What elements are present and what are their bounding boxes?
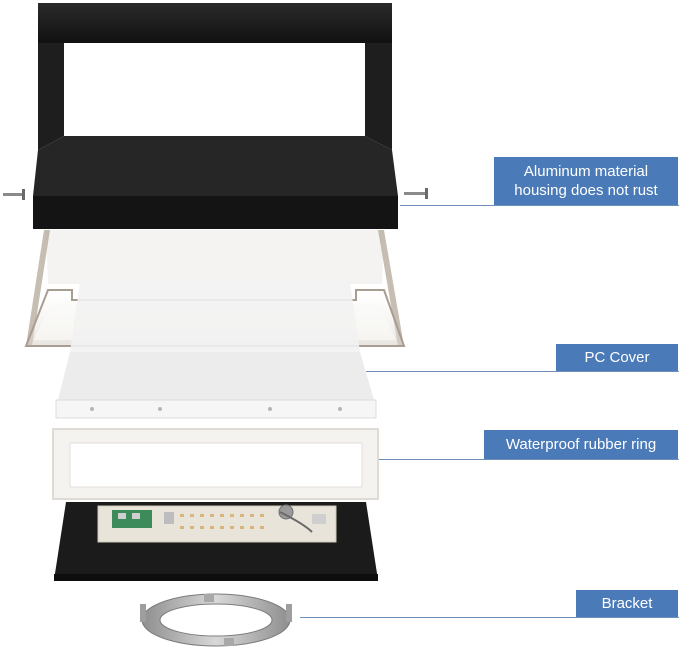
pc-cover-leader-line [366, 371, 679, 372]
bracket-leader-line [300, 617, 679, 618]
bracket-ring [141, 593, 291, 647]
led-chips [180, 514, 264, 529]
ic-chip [164, 512, 174, 524]
led-base-plate [54, 502, 378, 581]
aluminum-housing [3, 3, 428, 229]
diffuser-body [55, 282, 377, 419]
housing-top-bar [38, 3, 392, 43]
left-screw [3, 189, 25, 200]
pc-cover-left-side [26, 230, 50, 346]
rubber-ring-leader-line [379, 459, 679, 460]
rubber-ring-inner [69, 442, 363, 488]
housing-leader-line [400, 205, 679, 206]
wire-connector [278, 504, 294, 520]
pc-cover-callout: PC Cover [556, 344, 678, 371]
pc-cover-back [46, 230, 384, 284]
right-screw [404, 188, 428, 199]
housing-callout-line1: Aluminum material [523, 163, 649, 180]
rubber-ring-callout: Waterproof rubber ring [484, 430, 678, 459]
diffuser-front [58, 352, 374, 400]
housing-shelf-top [33, 136, 398, 196]
housing-callout-line2: housing does not rust [514, 182, 658, 199]
pc-cover-right-side [378, 230, 404, 346]
housing-right-post [365, 43, 392, 150]
waterproof-rubber-ring [52, 428, 379, 500]
diffuser-top [70, 282, 360, 352]
base-plate-lip [54, 574, 378, 581]
bracket-callout: Bracket [576, 590, 678, 617]
housing-shelf-front [33, 196, 398, 229]
diffuser-base [55, 399, 377, 419]
housing-callout: Aluminum material housing does not rust [494, 157, 678, 205]
housing-left-post [38, 43, 64, 150]
mounting-bracket [140, 593, 292, 647]
